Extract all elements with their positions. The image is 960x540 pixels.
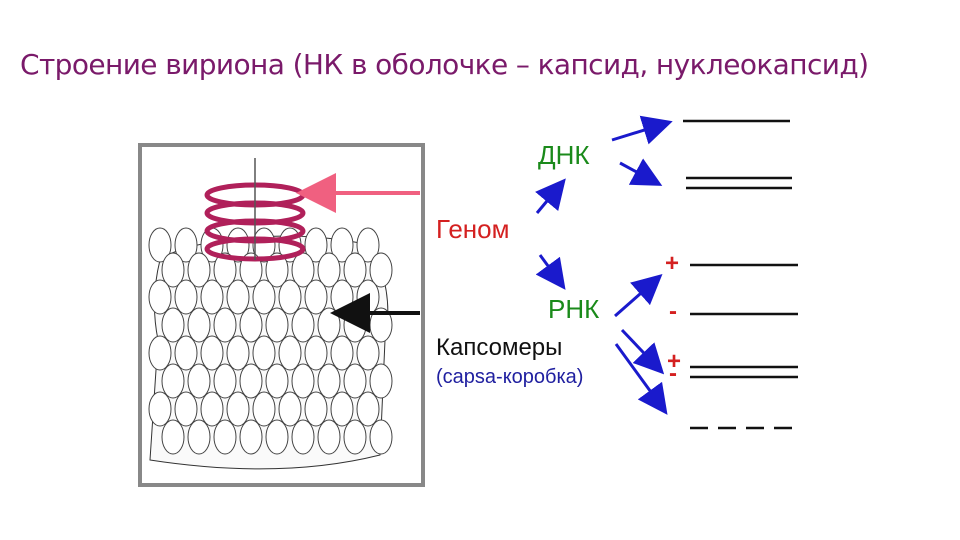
capsomer-ellipse: [187, 307, 211, 343]
capsomer-ellipse: [278, 391, 302, 427]
capsomer-ellipse: [330, 335, 354, 371]
capsomer-ellipse: [330, 227, 354, 263]
page-title: Строение вириона (НК в оболочке – капсид…: [20, 48, 869, 81]
capsomer-ellipse: [317, 419, 341, 455]
capsomer-ellipse: [252, 391, 276, 427]
capsomer-ellipse: [304, 227, 328, 263]
capsomer-ellipse: [317, 307, 341, 343]
capsomer-ellipse: [213, 419, 237, 455]
capsomer-ellipse: [213, 307, 237, 343]
capsomer-ellipse: [239, 363, 263, 399]
capsomer-ellipse: [200, 279, 224, 315]
capsomer-ellipse: [265, 363, 289, 399]
capsomer-ellipse: [226, 227, 250, 263]
capsomer-ellipse: [213, 252, 237, 288]
genome-label: Геном: [436, 214, 510, 244]
capsomer-ellipse: [369, 252, 393, 288]
capsomer-ellipse: [187, 363, 211, 399]
capsomer-ellipse: [278, 335, 302, 371]
capsomer-ellipse: [265, 419, 289, 455]
dna-label: ДНК: [538, 140, 590, 170]
capsomer-ellipses: [148, 227, 393, 455]
capsomer-ellipse: [304, 279, 328, 315]
capsomer-ellipse: [200, 391, 224, 427]
capsomer-ellipse: [161, 363, 185, 399]
capsomer-ellipse: [200, 335, 224, 371]
capsomer-ellipse: [239, 419, 263, 455]
capsomer-ellipse: [343, 363, 367, 399]
capsomer-ellipse: [148, 279, 172, 315]
capsomer-ellipse: [174, 391, 198, 427]
capsomers-label: Капсомеры: [436, 334, 563, 361]
capsomer-ellipse: [226, 391, 250, 427]
capsa-label: (capsa-коробка): [436, 366, 584, 388]
capsomer-ellipse: [317, 252, 341, 288]
capsomer-ellipse: [148, 391, 172, 427]
rna-label: РНК: [548, 294, 600, 324]
capsomer-ellipse: [226, 335, 250, 371]
plus-sign: +: [665, 250, 680, 277]
capsomer-ellipse: [304, 335, 328, 371]
capsomer-ellipse: [356, 335, 380, 371]
capsomer-ellipse: [187, 419, 211, 455]
capsomer-ellipse: [369, 419, 393, 455]
capsomer-ellipse: [148, 335, 172, 371]
capsomer-ellipse: [161, 307, 185, 343]
capsomer-ellipse: [187, 252, 211, 288]
capsomer-ellipse: [174, 279, 198, 315]
capsomer-ellipse: [213, 363, 237, 399]
capsomer-ellipse: [369, 307, 393, 343]
capsomer-ellipse: [291, 419, 315, 455]
capsomer-ellipse: [161, 252, 185, 288]
capsomer-ellipse: [148, 227, 172, 263]
capsomer-ellipse: [239, 307, 263, 343]
capsomer-ellipse: [356, 279, 380, 315]
capsomer-ellipse: [265, 252, 289, 288]
capsomer-ellipse: [239, 252, 263, 288]
capsomer-ellipse: [174, 335, 198, 371]
capsomer-ellipse: [369, 363, 393, 399]
capsomer-ellipse: [278, 279, 302, 315]
plus-sign: +: [667, 348, 682, 375]
capsomer-ellipse: [330, 391, 354, 427]
capsomer-ellipse: [291, 307, 315, 343]
capsomer-ellipse: [291, 363, 315, 399]
minus-sign: -: [669, 298, 677, 325]
capsomer-ellipse: [252, 279, 276, 315]
capsomer-ellipse: [174, 227, 198, 263]
capsomer-ellipse: [330, 279, 354, 315]
capsomer-ellipse: [265, 307, 289, 343]
capsomer-ellipse: [356, 227, 380, 263]
capsomer-ellipse: [161, 419, 185, 455]
capsomer-ellipse: [226, 279, 250, 315]
capsomer-ellipse: [304, 391, 328, 427]
capsomer-ellipse: [356, 391, 380, 427]
minus-sign: -: [669, 360, 677, 387]
capsomer-ellipse: [252, 335, 276, 371]
classification-arrows: [535, 115, 673, 415]
capsomer-ellipse: [343, 419, 367, 455]
capsomer-ellipse: [252, 227, 276, 263]
strand-lines: [683, 119, 798, 430]
capsomer-ellipse: [317, 363, 341, 399]
capsomer-ellipse: [343, 252, 367, 288]
